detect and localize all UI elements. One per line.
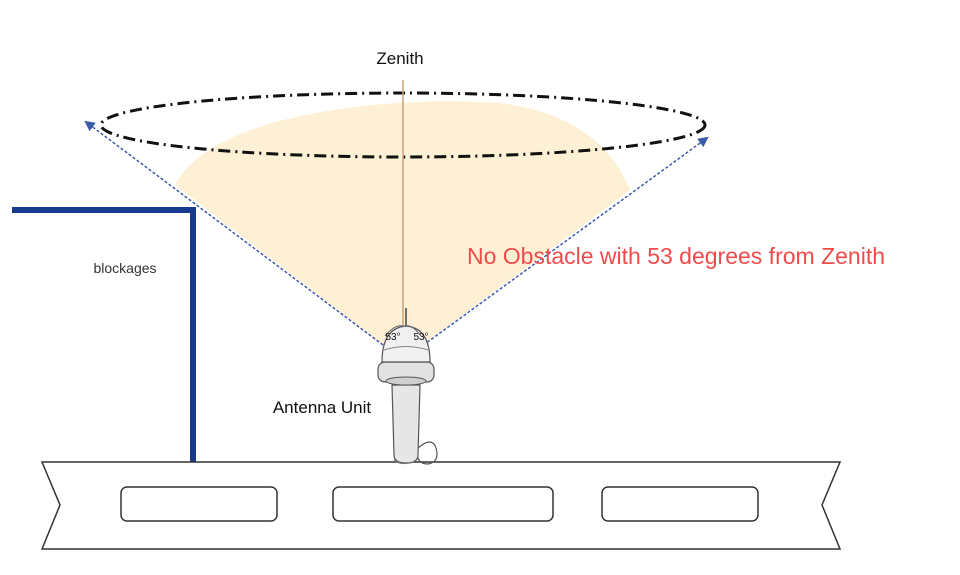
no-obstacle-label: No Obstacle with 53 degrees from Zenith bbox=[467, 243, 885, 269]
blockages-label: blockages bbox=[93, 260, 156, 276]
antenna-unit-label: Antenna Unit bbox=[273, 398, 372, 417]
antenna-unit bbox=[377, 308, 438, 465]
zenith-label: Zenith bbox=[376, 49, 423, 68]
cone-edge-right-arrow bbox=[402, 136, 709, 361]
deck-slot-right bbox=[601, 486, 759, 522]
angle-left-label: 53° bbox=[385, 332, 400, 343]
deck-slot-center bbox=[332, 486, 554, 522]
cone-edge-left-arrow bbox=[84, 120, 404, 361]
deck-slot-left bbox=[120, 486, 278, 522]
blockage-wall bbox=[12, 207, 196, 464]
angle-right-label: 53° bbox=[413, 332, 428, 343]
